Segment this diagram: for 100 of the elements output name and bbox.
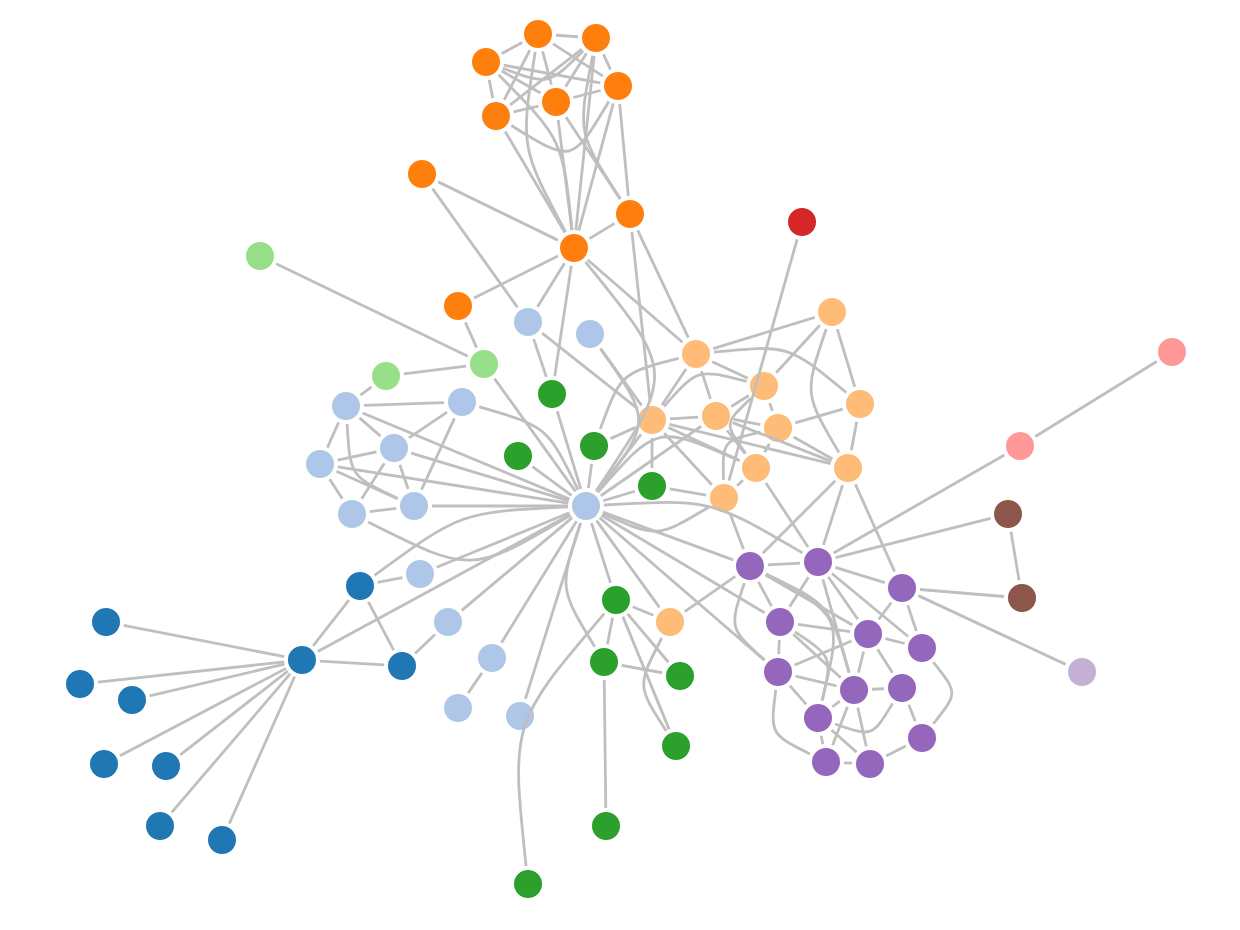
graph-node [510, 304, 546, 340]
link-line [733, 582, 766, 662]
link-line [541, 332, 639, 410]
link-line [609, 426, 637, 440]
link-line [588, 222, 616, 240]
graph-node [814, 294, 850, 330]
graph-node [784, 204, 820, 240]
link-line [431, 187, 519, 309]
graph-node [502, 698, 538, 734]
graph-node [598, 582, 634, 618]
link-line [831, 572, 910, 638]
graph-node [732, 548, 768, 584]
link-line [532, 338, 548, 378]
link-line [328, 478, 344, 500]
graph-node [830, 450, 866, 486]
link-line [602, 510, 734, 562]
link-line [712, 315, 816, 351]
link-line [885, 637, 905, 645]
link-line [877, 601, 893, 621]
link-line [763, 443, 771, 453]
graph-node [588, 808, 624, 844]
link-line [794, 639, 852, 667]
link-line [398, 464, 410, 490]
link-line [600, 514, 766, 614]
graph-node [114, 682, 150, 718]
link-line [602, 680, 608, 809]
link-line [590, 522, 612, 584]
link-line [337, 465, 569, 505]
link-line [501, 41, 523, 55]
link-line [832, 453, 1006, 555]
link-line [885, 744, 907, 758]
link-line [556, 119, 574, 231]
link-line [553, 265, 573, 377]
link-line [683, 575, 737, 613]
link-line [493, 377, 577, 493]
link-line [536, 262, 566, 308]
graph-node [342, 568, 378, 604]
graph-node [760, 654, 796, 690]
graph-node [1154, 334, 1190, 370]
link-line [595, 519, 661, 609]
graph-node [572, 316, 608, 352]
link-line [345, 423, 399, 500]
graph-node [800, 700, 836, 736]
graph-node [440, 690, 476, 726]
graph-node [402, 556, 438, 592]
graph-node [474, 640, 510, 676]
link-line [564, 522, 596, 648]
graph-node [698, 398, 734, 434]
graph-node [836, 672, 872, 708]
graph-node [652, 604, 688, 640]
graph-node [800, 544, 836, 580]
link-line [797, 623, 851, 633]
graph-node [62, 666, 98, 702]
link-line [843, 761, 853, 765]
link-line [857, 651, 865, 673]
link-line [466, 672, 484, 694]
link-line [319, 659, 385, 667]
link-line [602, 489, 636, 503]
link-line [97, 660, 285, 684]
link-line [574, 55, 596, 231]
link-line [587, 463, 594, 489]
link-line [822, 484, 844, 546]
link-line [765, 573, 835, 701]
link-line [819, 735, 825, 745]
link-line [650, 438, 654, 468]
link-line [577, 103, 615, 231]
link-line [503, 63, 601, 85]
link-line [660, 368, 688, 406]
graph-node [852, 746, 888, 782]
link-line [500, 69, 542, 95]
graph-node [762, 604, 798, 640]
link-line [601, 506, 710, 533]
graph-node [884, 670, 920, 706]
link-line [510, 100, 611, 153]
link-line [367, 601, 395, 651]
link-line [725, 429, 747, 455]
link-line [464, 321, 478, 349]
link-line [917, 594, 1067, 666]
link-line [732, 421, 832, 463]
graph-node [368, 358, 404, 394]
link-line [531, 465, 573, 497]
graph-node [430, 604, 466, 640]
link-line [373, 505, 569, 577]
graph-node [760, 410, 796, 446]
link-line [932, 661, 954, 725]
link-line [312, 599, 350, 647]
link-line [662, 372, 747, 408]
link-line [317, 513, 571, 653]
link-line [552, 42, 604, 78]
link-line [606, 617, 614, 645]
link-line [358, 416, 382, 438]
link-line [821, 578, 851, 674]
link-line [517, 612, 606, 867]
graph-node [376, 430, 412, 466]
graph-node [808, 744, 844, 780]
link-line [669, 487, 707, 497]
graph-node [850, 616, 886, 652]
link-line [149, 662, 285, 698]
graph-node [538, 84, 574, 120]
graph-node [520, 16, 556, 52]
